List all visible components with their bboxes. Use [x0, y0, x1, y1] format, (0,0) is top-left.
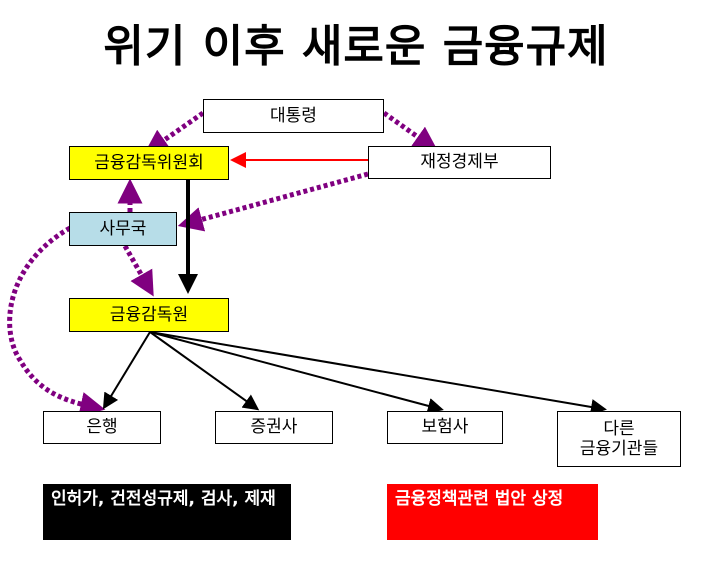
node-fsc-label: 금융감독위원회: [94, 152, 204, 173]
arrow-fss-to-other: [149, 331, 607, 415]
node-fss: 금융감독원: [69, 298, 229, 332]
node-president-label: 대통령: [270, 105, 317, 126]
arrow-mofe-to-secretariat: [177, 171, 369, 232]
node-insurance: 보험사: [387, 411, 503, 444]
node-finance-ministry-label: 재정경제부: [420, 152, 499, 173]
arrow-fss-to-bank: [102, 331, 151, 410]
node-other-institutions: 다른 금융기관들: [557, 411, 681, 467]
node-bank: 은행: [43, 411, 161, 444]
arrow-president-to-fsc: [143, 110, 205, 155]
node-other-line1: 다른: [603, 418, 635, 439]
node-other-line2: 금융기관들: [579, 439, 659, 459]
node-insurance-label: 보험사: [421, 417, 469, 438]
note-mofe-powers: 금융정책관련 법안 상정: [387, 484, 598, 540]
arrow-secretariat-to-fss: [122, 244, 154, 297]
node-secretariat: 사무국: [69, 212, 177, 246]
node-bank-label: 은행: [86, 417, 118, 438]
arrow-fss-to-insurance: [149, 331, 444, 414]
arrow-secretariat-to-bank: [7, 225, 106, 417]
node-securities: 증권사: [215, 411, 333, 444]
note-fss-powers: 인허가, 건전성규제, 검사, 제재: [43, 484, 291, 540]
node-securities-label: 증권사: [250, 417, 298, 438]
node-fsc: 금융감독위원회: [69, 146, 229, 180]
node-finance-ministry: 재정경제부: [368, 146, 551, 179]
node-president: 대통령: [203, 99, 384, 133]
page-title: 위기 이후 새로운 금융규제: [103, 21, 609, 72]
node-fss-label: 금융감독원: [109, 304, 189, 325]
node-secretariat-label: 사무국: [99, 218, 147, 239]
arrow-president-to-mofe: [382, 110, 439, 152]
arrow-fss-to-securities: [149, 331, 260, 411]
